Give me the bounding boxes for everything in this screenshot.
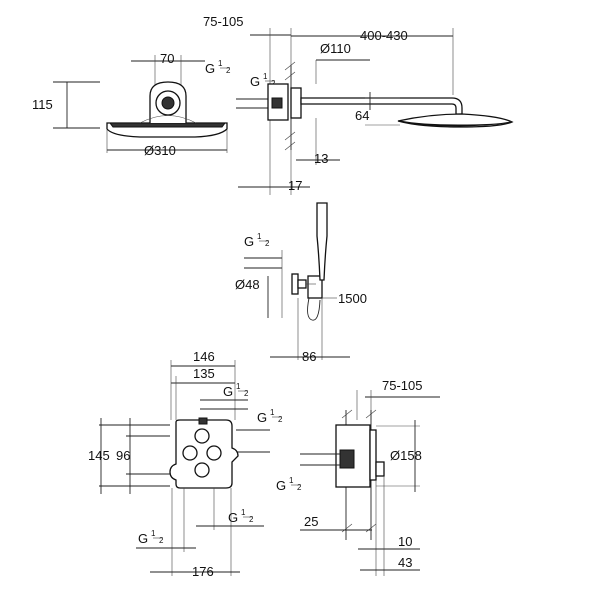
- thread-g-label: G: [244, 234, 254, 249]
- dim-115: 115: [32, 97, 53, 112]
- dim-diameter-48: Ø48: [235, 277, 260, 292]
- dim-64: 64: [355, 108, 369, 123]
- dim-10: 10: [398, 534, 412, 549]
- dim-25: 25: [304, 514, 318, 529]
- rough-in-front-view: 146 135 G 1 2 G 1 2 145 96: [88, 349, 283, 579]
- svg-text:2: 2: [159, 536, 164, 545]
- thread-g-label: G: [205, 61, 215, 76]
- svg-text:1: 1: [257, 232, 262, 241]
- dim-86: 86: [302, 349, 316, 364]
- dim-70: 70: [160, 51, 174, 66]
- dim-diameter-158: Ø158: [390, 448, 422, 463]
- dim-176: 176: [192, 564, 214, 579]
- svg-text:1: 1: [263, 72, 268, 81]
- dim-145: 145: [88, 448, 110, 463]
- dim-1500: 1500: [338, 291, 367, 306]
- thread-g-label: G: [276, 478, 286, 493]
- svg-text:1: 1: [241, 508, 246, 517]
- svg-text:2: 2: [265, 239, 270, 248]
- dim-96: 96: [116, 448, 130, 463]
- svg-text:1: 1: [236, 382, 241, 391]
- svg-text:1: 1: [270, 408, 275, 417]
- svg-text:1: 1: [289, 476, 294, 485]
- dim-75-105-bottom: 75-105: [382, 378, 422, 393]
- thread-g-label: G: [138, 531, 148, 546]
- svg-text:2: 2: [244, 389, 249, 398]
- dim-diameter-110: Ø110: [320, 41, 351, 56]
- dim-146: 146: [193, 349, 215, 364]
- dim-135: 135: [193, 366, 215, 381]
- thread-g-label: G: [228, 510, 238, 525]
- dim-diameter-310: Ø310: [144, 143, 176, 158]
- head-shower-side-view: 75-105 400-430 Ø110 G 1 2: [203, 14, 514, 195]
- hand-shower-view: G 1 2 Ø48 1500 86: [235, 202, 367, 364]
- svg-text:2: 2: [297, 483, 302, 492]
- dim-400-430: 400-430: [360, 28, 408, 43]
- svg-text:1: 1: [151, 529, 156, 538]
- rough-in-side-view: 75-105 Ø158 G 1 2 25 10: [276, 378, 440, 576]
- svg-text:1: 1: [218, 59, 223, 68]
- head-shower-front-view: 70 115 G 1 2 Ø310: [32, 51, 231, 158]
- thread-g-label: G: [257, 410, 267, 425]
- thread-g-label: G: [223, 384, 233, 399]
- dim-17: 17: [288, 178, 302, 193]
- svg-text:2: 2: [278, 415, 283, 424]
- dim-43: 43: [398, 555, 412, 570]
- dim-13: 13: [314, 151, 328, 166]
- svg-text:2: 2: [226, 66, 231, 75]
- dim-75-105-top: 75-105: [203, 14, 243, 29]
- thread-g-label: G: [250, 74, 260, 89]
- svg-text:2: 2: [249, 515, 254, 524]
